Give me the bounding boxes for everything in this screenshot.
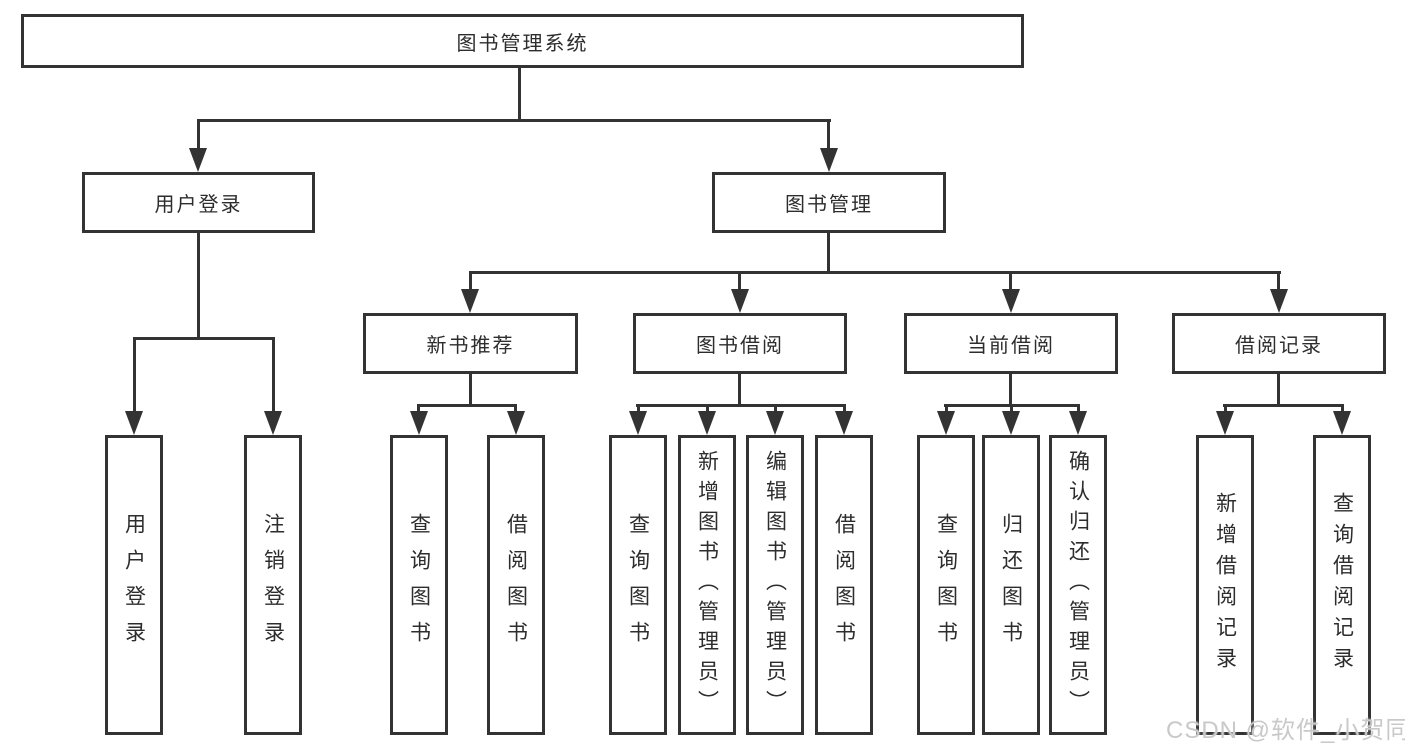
leaf-borrow-books-recommend-label: 借阅图书 xyxy=(504,513,528,657)
leaf-query-borrow-record-label: 查询借阅记录 xyxy=(1330,492,1354,678)
watermark: CSDN @软件_小贺同学 xyxy=(1166,717,1405,744)
leaf-borrow-books: 借阅图书 xyxy=(815,435,873,735)
arrow-down-icon xyxy=(264,411,282,435)
arrow-down-icon xyxy=(1216,411,1234,435)
connector-hline xyxy=(417,404,517,407)
connector-vline xyxy=(827,233,830,272)
node-user-login: 用户登录 xyxy=(82,172,315,233)
arrow-down-icon xyxy=(125,411,143,435)
arrow-down-icon xyxy=(507,411,525,435)
connector-vline xyxy=(133,340,136,413)
leaf-return-books: 归还图书 xyxy=(982,435,1040,735)
leaf-return-books-label: 归还图书 xyxy=(999,513,1023,657)
node-borrow-records: 借阅记录 xyxy=(1172,313,1386,374)
leaf-confirm-return-admin: 确认归还（管理员） xyxy=(1049,435,1107,735)
connector-vline xyxy=(738,374,741,407)
node-root: 图书管理系统 xyxy=(21,14,1024,68)
connector-hline xyxy=(197,119,831,122)
arrow-down-icon xyxy=(189,148,207,172)
leaf-query-books-current-label: 查询图书 xyxy=(934,513,958,657)
node-root-label: 图书管理系统 xyxy=(456,32,589,55)
node-borrow-records-label: 借阅记录 xyxy=(1235,335,1323,357)
arrow-down-icon xyxy=(1002,289,1020,313)
leaf-user-login: 用户登录 xyxy=(105,435,163,735)
leaf-logout-label: 注销登录 xyxy=(261,513,285,657)
arrow-down-icon xyxy=(820,148,838,172)
connector-hline xyxy=(469,271,1281,274)
node-book-borrow-label: 图书借阅 xyxy=(696,335,784,357)
node-current-borrow-label: 当前借阅 xyxy=(967,335,1055,357)
arrow-down-icon xyxy=(1069,411,1087,435)
arrow-down-icon xyxy=(1333,411,1351,435)
connector-vline xyxy=(197,233,200,337)
arrow-down-icon xyxy=(766,411,784,435)
node-user-login-label: 用户登录 xyxy=(154,194,243,216)
connector-hline xyxy=(636,404,846,407)
leaf-query-books-borrow-label: 查询图书 xyxy=(626,513,650,657)
arrow-down-icon xyxy=(937,411,955,435)
leaf-query-books-borrow: 查询图书 xyxy=(609,435,667,735)
arrow-down-icon xyxy=(461,289,479,313)
leaf-add-books-admin: 新增图书（管理员） xyxy=(678,435,736,735)
arrow-down-icon xyxy=(1002,411,1020,435)
connector-vline xyxy=(1009,374,1012,407)
leaf-borrow-books-label: 借阅图书 xyxy=(832,513,856,657)
node-book-management-label: 图书管理 xyxy=(785,194,873,216)
connector-vline xyxy=(518,68,521,122)
connector-vline xyxy=(197,122,200,152)
node-book-borrow: 图书借阅 xyxy=(633,313,847,374)
connector-vline xyxy=(469,374,472,407)
leaf-query-books-current: 查询图书 xyxy=(917,435,975,735)
connector-hline xyxy=(944,404,1080,407)
leaf-query-borrow-record: 查询借阅记录 xyxy=(1313,435,1371,735)
connector-vline xyxy=(827,122,830,152)
connector-vline xyxy=(738,274,741,292)
leaf-query-books-recommend: 查询图书 xyxy=(390,435,448,735)
connector-vline xyxy=(1277,374,1280,407)
connector-vline xyxy=(272,340,275,413)
leaf-user-login-label: 用户登录 xyxy=(122,513,146,657)
leaf-add-borrow-record-label: 新增借阅记录 xyxy=(1213,492,1237,678)
leaf-add-borrow-record: 新增借阅记录 xyxy=(1196,435,1254,735)
arrow-down-icon xyxy=(835,411,853,435)
leaf-query-books-recommend-label: 查询图书 xyxy=(407,513,431,657)
arrow-down-icon xyxy=(698,411,716,435)
node-new-book-recommend-label: 新书推荐 xyxy=(426,335,515,357)
node-new-book-recommend: 新书推荐 xyxy=(363,313,578,374)
arrow-down-icon xyxy=(731,289,749,313)
connector-vline xyxy=(469,274,472,292)
leaf-confirm-return-admin-label: 确认归还（管理员） xyxy=(1066,450,1090,720)
leaf-edit-books-admin: 编辑图书（管理员） xyxy=(746,435,804,735)
connector-hline xyxy=(133,337,275,340)
connector-vline xyxy=(1009,274,1012,292)
connector-hline xyxy=(1223,404,1344,407)
node-book-management: 图书管理 xyxy=(712,172,946,233)
arrow-down-icon xyxy=(410,411,428,435)
arrow-down-icon xyxy=(1270,289,1288,313)
leaf-edit-books-admin-label: 编辑图书（管理员） xyxy=(763,450,787,720)
connector-vline xyxy=(1277,274,1280,292)
leaf-add-books-admin-label: 新增图书（管理员） xyxy=(695,450,719,720)
leaf-logout: 注销登录 xyxy=(244,435,302,735)
arrow-down-icon xyxy=(629,411,647,435)
leaf-borrow-books-recommend: 借阅图书 xyxy=(487,435,545,735)
node-current-borrow: 当前借阅 xyxy=(904,313,1118,374)
